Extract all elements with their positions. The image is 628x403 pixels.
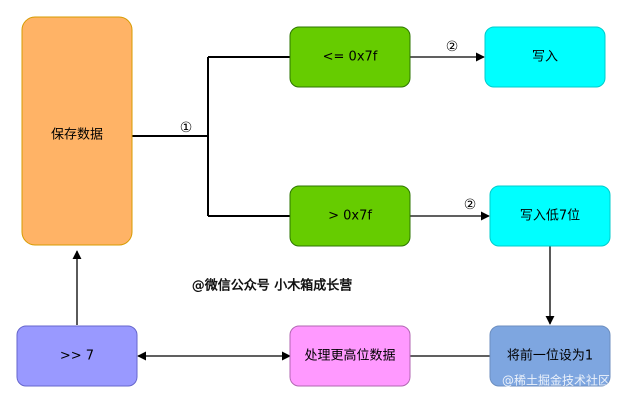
watermark-text: @微信公众号 小木箱成长营 bbox=[192, 278, 353, 294]
step-label-2-top: ② bbox=[446, 39, 459, 55]
node-shift7-label: >> 7 bbox=[60, 349, 94, 364]
node-write-label: 写入 bbox=[532, 50, 558, 65]
node-save-data-box bbox=[21, 16, 133, 246]
node-write-box bbox=[484, 26, 606, 88]
node-save-data[interactable]: 保存数据 bbox=[21, 16, 133, 246]
node-le-0x7f-label: <= 0x7f bbox=[323, 50, 378, 65]
step-label-1: ① bbox=[180, 120, 193, 136]
juejin-watermark: @稀土掘金技术社区 bbox=[502, 373, 610, 388]
node-write[interactable]: 写入 bbox=[484, 26, 606, 88]
node-process-high-label: 处理更高位数据 bbox=[304, 348, 395, 364]
node-write-low7-box bbox=[489, 185, 611, 247]
node-shift7-box bbox=[16, 325, 138, 387]
node-le-0x7f-box bbox=[289, 26, 411, 88]
node-gt-0x7f-box bbox=[289, 185, 411, 247]
node-write-low7[interactable]: 写入低7位 bbox=[489, 185, 611, 247]
node-set-bit[interactable]: 将前一位设为1 bbox=[489, 325, 611, 387]
node-gt-0x7f[interactable]: > 0x7f bbox=[289, 185, 411, 247]
node-process-high[interactable]: 处理更高位数据 bbox=[289, 325, 411, 387]
node-process-high-box bbox=[289, 325, 411, 387]
step-label-2-bottom: ② bbox=[464, 197, 477, 213]
node-write-low7-label: 写入低7位 bbox=[520, 209, 580, 224]
node-gt-0x7f-label: > 0x7f bbox=[328, 209, 372, 224]
node-set-bit-label: 将前一位设为1 bbox=[507, 348, 593, 364]
node-shift7[interactable]: >> 7 bbox=[16, 325, 138, 387]
node-le-0x7f[interactable]: <= 0x7f bbox=[289, 26, 411, 88]
node-set-bit-box bbox=[489, 325, 611, 387]
connectors bbox=[72, 52, 555, 361]
node-save-data-label: 保存数据 bbox=[51, 128, 103, 143]
